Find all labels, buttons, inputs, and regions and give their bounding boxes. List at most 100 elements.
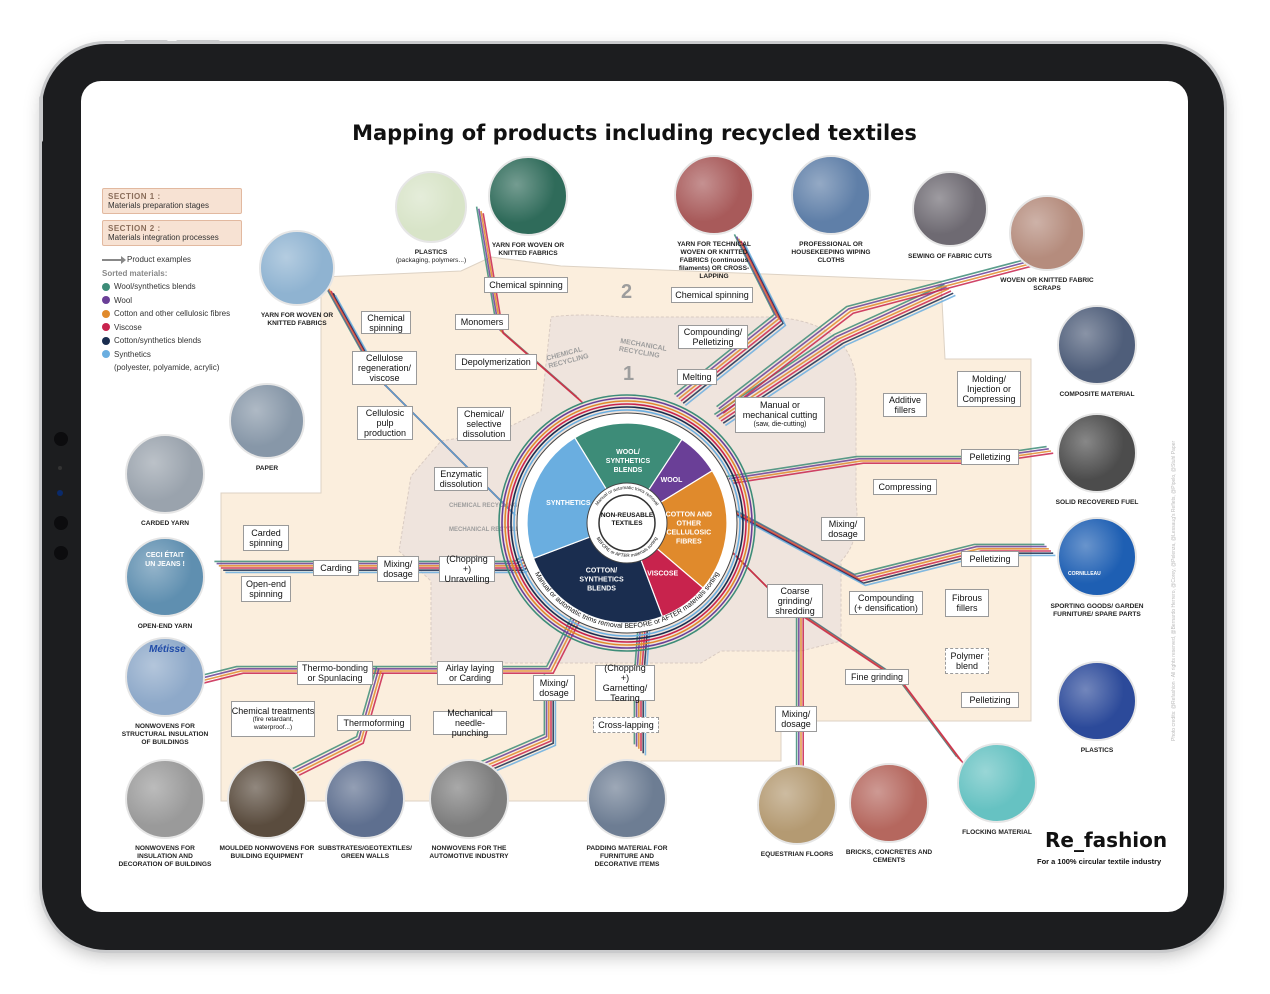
box-thermoforming: Thermoforming xyxy=(337,715,411,731)
box-chopping-unravelling: (Chopping +) Unravelling xyxy=(439,554,495,584)
box-compounding-pelletizing: Compounding/ Pelletizing xyxy=(678,325,748,349)
product-photo-scraps xyxy=(1009,195,1085,271)
box-mixing-left: Mixing/ dosage xyxy=(377,556,419,582)
legend-section-2-tag: SECTION 2 : xyxy=(108,224,161,233)
legend-material-label: Wool/synthetics blends xyxy=(114,282,196,292)
box-melting: Melting xyxy=(677,369,717,385)
legend-sorted-heading: Sorted materials: xyxy=(102,268,168,278)
product-label: EQUESTRIAN FLOORS xyxy=(760,851,834,858)
box-compounding-densification: Compounding (+ densification) xyxy=(849,591,923,615)
tablet-side-button[interactable] xyxy=(39,96,43,142)
legend-material-label: (polyester, polyamide, acrylic) xyxy=(114,363,220,373)
legend-material-item: Cotton and other cellulosic fibres xyxy=(102,307,230,321)
product-photo-bricks xyxy=(849,763,929,843)
flow-line xyxy=(480,681,552,772)
box-polymer-blend: Polymer blend xyxy=(945,648,989,674)
flow-line xyxy=(720,290,952,422)
legend-section-1: SECTION 1 : Materials preparation stages xyxy=(102,188,242,214)
section-number-2: 2 xyxy=(621,281,633,303)
flow-line xyxy=(276,666,378,778)
product-label: NONWOVENS FOR INSULATION AND DECORATION … xyxy=(118,845,212,868)
wheel-ring xyxy=(504,400,750,646)
legend-material-label: Wool xyxy=(114,295,133,305)
box-monomers: Monomers xyxy=(455,314,509,330)
legend-color-dot xyxy=(102,296,110,305)
brand-tagline: For a 100% circular textile industry xyxy=(1037,857,1162,866)
legend-section-2-text: Materials integration processes xyxy=(108,233,219,242)
box-mixing-bottom: Mixing/ dosage xyxy=(775,706,817,732)
tablet-top-button[interactable] xyxy=(124,40,168,44)
legend-section-1-tag: SECTION 1 : xyxy=(108,192,161,201)
box-molding: Molding/ Injection or Compressing xyxy=(957,371,1021,407)
product-photo-plastics-top xyxy=(395,171,467,243)
legend-material-label: Viscose xyxy=(114,322,142,332)
product-label: FLOCKING MATERIAL xyxy=(962,829,1032,836)
box-chemical-treatments-sub: (fire retardant, waterproof...) xyxy=(252,716,294,731)
flow-line xyxy=(720,260,1042,412)
camera-dot xyxy=(54,546,68,560)
box-pelletizing-2: Pelletizing xyxy=(961,551,1019,567)
product-label: YARN FOR WOVEN OR KNITTED FABRICS xyxy=(260,312,334,327)
wheel-ring xyxy=(501,397,753,649)
product-photo-nonwovens-structural xyxy=(125,637,205,717)
legend-section-2: SECTION 2 : Materials integration proces… xyxy=(102,220,242,246)
flow-line xyxy=(485,685,557,777)
wheel-center xyxy=(598,494,656,552)
product-label: PLASTICS xyxy=(414,249,448,256)
legend-section-1-text: Materials preparation stages xyxy=(108,201,209,210)
product-photo-substrates xyxy=(325,759,405,839)
page-title: Mapping of products including recycled t… xyxy=(352,121,917,145)
box-additive-fillers: Additive fillers xyxy=(883,393,927,417)
flow-line xyxy=(282,672,384,784)
product-photo-sewing xyxy=(912,171,988,247)
product-label: YARN FOR WOVEN OR KNITTED FABRICS xyxy=(491,242,565,257)
flow-line xyxy=(673,234,776,396)
flow-line xyxy=(482,683,554,774)
legend-color-dot xyxy=(102,309,110,318)
legend-arrow-text: Product examples xyxy=(127,255,192,265)
product-label: SUBSTRATES/GEOTEXTILES/ GREEN WALLS xyxy=(317,845,413,860)
product-photo-openend-yarn xyxy=(125,537,205,617)
product-photo-paper xyxy=(229,383,305,459)
flow-line xyxy=(722,542,964,764)
camera-lens xyxy=(57,490,63,496)
wheel-segment-label: WOOL xyxy=(661,477,683,484)
legend-color-dot xyxy=(102,350,110,359)
product-photo-yarn-technical xyxy=(674,155,754,235)
camera-dot xyxy=(54,516,68,530)
product-photo-flocking xyxy=(957,743,1037,823)
flow-line xyxy=(716,285,947,418)
product-photo-nonwovens-auto xyxy=(429,759,509,839)
flow-line xyxy=(718,258,1040,410)
box-chemical-treatments: Chemical treatments (fire retardant, wat… xyxy=(231,701,315,737)
legend-material-label: Synthetics xyxy=(114,349,151,359)
box-carded-spinning: Carded spinning xyxy=(243,525,289,551)
box-coarse-grinding: Coarse grinding/ shredding xyxy=(767,584,823,618)
tablet-top-button-2[interactable] xyxy=(176,40,220,44)
box-pelletizing-3: Pelletizing xyxy=(961,692,1019,708)
box-mixing-mid: Mixing/ dosage xyxy=(533,675,575,701)
legend-color-dot xyxy=(102,336,110,345)
product-sublabel: (packaging, polymers...) xyxy=(395,257,467,264)
product-label: BRICKS, CONCRETES AND CEMENTS xyxy=(845,849,933,864)
product-photo-yarn-woven-top xyxy=(488,156,568,236)
product-photo-sporting xyxy=(1057,517,1137,597)
product-label: NONWOVENS FOR THE AUTOMOTIVE INDUSTRY xyxy=(429,845,509,860)
flow-line xyxy=(482,213,584,404)
legend-material-item: Viscose xyxy=(102,321,230,335)
legend-arrow-row: Product examples xyxy=(102,253,230,267)
wheel-ring xyxy=(510,406,744,640)
legend-color-dot xyxy=(102,323,110,332)
flow-line xyxy=(684,245,787,407)
box-chopping-garnetting: (Chopping +) Garnetting/ Tearing xyxy=(595,663,655,703)
box-cellulose-regeneration: Cellulose regeneration/ viscose xyxy=(352,351,417,385)
flow-line xyxy=(278,668,380,780)
wheel-segment-label: SYNTHETICS xyxy=(546,500,591,507)
box-manual-cutting: Manual or mechanical cutting (saw, die-c… xyxy=(735,397,825,433)
legend-material-item: Synthetics xyxy=(102,348,230,362)
box-compressing: Compressing xyxy=(873,479,937,495)
product-label: COMPOSITE MATERIAL xyxy=(1059,391,1135,398)
flow-line xyxy=(713,283,945,416)
